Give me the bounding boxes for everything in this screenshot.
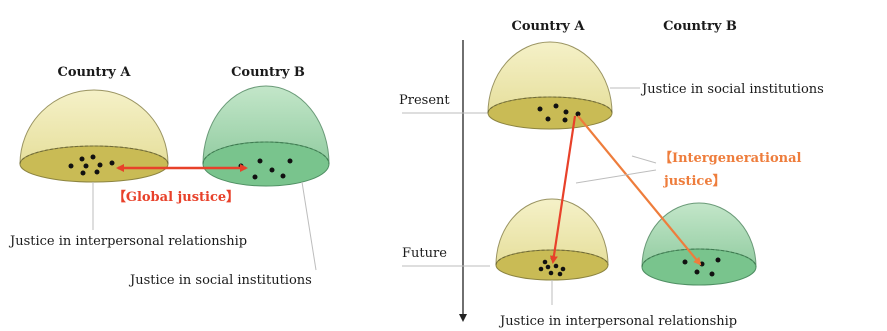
intergenerational-arrow-cross-country bbox=[577, 115, 702, 266]
present-country-a-people bbox=[537, 103, 581, 123]
left-panel: Country A Country B 【Global justice】 bbox=[8, 65, 330, 288]
right-panel: Country A Country B Present Future Justi… bbox=[399, 19, 824, 329]
right-institutions-label: Justice in social institutions bbox=[640, 82, 824, 97]
right-interpersonal-label: Justice in interpersonal relationship bbox=[498, 314, 737, 329]
left-institutions-label: Justice in social institutions bbox=[128, 273, 312, 288]
future-country-a-people bbox=[538, 255, 566, 277]
left-interpersonal-label: Justice in interpersonal relationship bbox=[8, 234, 247, 249]
left-institutions-leader bbox=[301, 181, 317, 271]
right-country-a-label: Country A bbox=[512, 19, 586, 34]
global-justice-label: 【Global justice】 bbox=[113, 189, 239, 205]
present-label: Present bbox=[399, 93, 450, 108]
future-country-a-dome bbox=[495, 198, 609, 281]
future-country-b-dome bbox=[641, 202, 757, 286]
left-country-a-label: Country A bbox=[58, 65, 132, 80]
left-country-a-dome bbox=[19, 89, 169, 183]
intergenerational-label-line2: justice】 bbox=[663, 173, 726, 189]
intergenerational-label-line1: 【Intergenerational bbox=[659, 150, 802, 166]
left-country-a-people bbox=[68, 154, 115, 176]
intergenerational-arrow-same-country bbox=[549, 115, 577, 264]
right-country-b-label: Country B bbox=[663, 19, 737, 34]
intergenerational-leader-b bbox=[631, 155, 657, 164]
left-country-b-dome bbox=[202, 85, 330, 187]
present-country-a-dome bbox=[487, 41, 613, 130]
left-country-b-label: Country B bbox=[231, 65, 305, 80]
intergenerational-leader-a bbox=[575, 169, 657, 184]
future-label: Future bbox=[402, 246, 447, 261]
